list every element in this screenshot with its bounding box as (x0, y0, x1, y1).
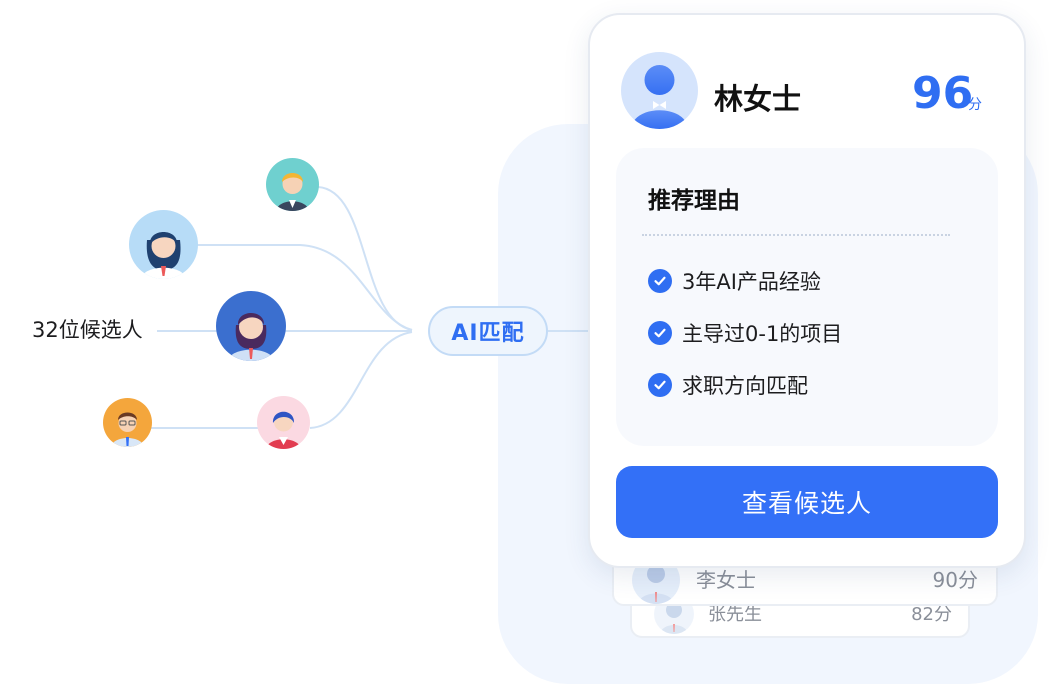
stack-card-1-score: 90分 (932, 568, 978, 592)
candidate-avatar-4 (103, 398, 152, 447)
check-icon (648, 321, 672, 345)
match-score: 96 (912, 68, 974, 119)
avatar-icon (103, 398, 152, 447)
candidate-avatar-1 (266, 158, 319, 211)
stack-card-1-name: 李女士 (696, 568, 756, 592)
avatar-icon (257, 396, 310, 449)
view-candidate-button[interactable]: 查看候选人 (616, 466, 998, 538)
top-candidate-avatar (621, 52, 698, 129)
avatar-icon (266, 158, 319, 211)
stack-card-2-name: 张先生 (708, 604, 762, 625)
candidate-avatar-5 (257, 396, 310, 449)
reason-divider (642, 234, 950, 236)
candidate-name: 林女士 (714, 82, 802, 116)
avatar-icon (621, 52, 698, 129)
reason-item-1: 3年AI产品经验 (648, 267, 821, 295)
reason-text: 求职方向匹配 (682, 374, 808, 398)
stack-card-2-score: 82分 (911, 604, 952, 625)
reason-box (616, 148, 998, 446)
reason-title: 推荐理由 (648, 188, 740, 214)
reason-item-2: 主导过0-1的项目 (648, 319, 842, 347)
candidate-avatar-2 (129, 210, 198, 279)
avatar-icon (129, 210, 198, 279)
reason-text: 3年AI产品经验 (682, 270, 821, 294)
avatar-icon (216, 291, 286, 361)
reason-item-3: 求职方向匹配 (648, 371, 808, 399)
candidate-count-label: 32位候选人 (32, 318, 143, 342)
check-icon (648, 269, 672, 293)
match-score-unit: 分 (968, 97, 982, 113)
reason-text: 主导过0-1的项目 (682, 322, 843, 346)
check-icon (648, 373, 672, 397)
candidate-avatar-3 (216, 291, 286, 361)
ai-match-pill: AI匹配 (428, 306, 548, 356)
